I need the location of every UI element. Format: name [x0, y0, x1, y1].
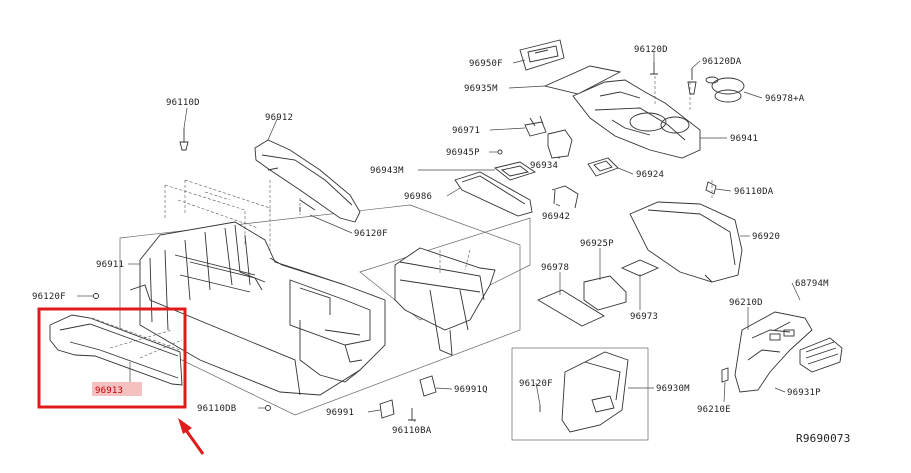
highlight-box	[37, 307, 187, 409]
bracket-96991Q[interactable]	[419, 375, 437, 397]
drawing-code: R9690073	[796, 432, 851, 445]
switch-96924[interactable]	[587, 157, 619, 177]
bezel-96943M[interactable]	[494, 161, 537, 181]
callout-96986[interactable]: 96986	[404, 192, 432, 202]
armrest-lid-96920[interactable]	[629, 180, 743, 283]
callout-96950F[interactable]: 96950F	[469, 59, 503, 69]
clip-96110D[interactable]	[179, 128, 189, 151]
callout-96991Q[interactable]: 96991Q	[454, 385, 488, 395]
callout-96110DA[interactable]: 96110DA	[734, 187, 774, 197]
console-body[interactable]	[119, 179, 521, 416]
callout-96971[interactable]: 96971	[452, 126, 480, 136]
callout-96120F-top[interactable]: 96120F	[354, 229, 388, 239]
finisher-96941[interactable]	[572, 76, 701, 159]
callout-96120F-left[interactable]: 96120F	[32, 292, 66, 302]
callout-96110DB[interactable]: 96110DB	[197, 404, 236, 414]
callout-96210D[interactable]: 96210D	[729, 298, 763, 308]
vent-68794M[interactable]	[799, 337, 843, 373]
clip-96210E[interactable]	[721, 367, 729, 383]
leader-lines	[77, 52, 801, 423]
screw-96945P[interactable]	[497, 149, 503, 155]
bracket-96991[interactable]	[379, 399, 395, 419]
callout-96911[interactable]: 96911	[96, 260, 124, 270]
clip-96110BA[interactable]	[408, 408, 416, 421]
trim-panel-96913[interactable]	[49, 314, 183, 386]
tray-96986[interactable]	[454, 171, 533, 217]
mat-96935M[interactable]	[543, 65, 622, 95]
cup-ring-96978A[interactable]	[705, 76, 745, 103]
callout-96943M[interactable]: 96943M	[370, 166, 404, 176]
clip-96120DA[interactable]	[687, 68, 697, 95]
highlight-arrow	[178, 418, 205, 455]
clip-96110DA[interactable]	[705, 181, 717, 195]
console-box-insert[interactable]	[359, 217, 531, 356]
screw-96110DB[interactable]	[265, 405, 271, 411]
callout-96945P[interactable]: 96945P	[446, 148, 480, 158]
callout-68794M[interactable]: 68794M	[795, 279, 829, 289]
callout-96120F-box[interactable]: 96120F	[519, 379, 553, 389]
callout-96110BA[interactable]: 96110BA	[392, 426, 432, 436]
callout-96931P[interactable]: 96931P	[787, 388, 821, 398]
highlight-label-bg	[92, 382, 142, 396]
callout-96941[interactable]: 96941	[730, 134, 758, 144]
inset-box-96930M	[511, 347, 649, 441]
pad-96925P[interactable]	[583, 275, 627, 311]
callout-96978[interactable]: 96978	[541, 263, 569, 273]
callout-96934[interactable]: 96934	[530, 161, 558, 171]
mat-96973[interactable]	[620, 259, 660, 277]
callout-96912[interactable]: 96912	[265, 113, 293, 123]
bracket-96971[interactable]	[524, 115, 547, 137]
callout-96942[interactable]: 96942	[542, 212, 570, 222]
side-rail-96912[interactable]	[254, 139, 361, 223]
screw-96120F-left[interactable]	[93, 293, 99, 299]
callout-96210E[interactable]: 96210E	[697, 405, 731, 415]
bracket-96942[interactable]	[551, 185, 579, 209]
callout-96935M[interactable]: 96935M	[464, 84, 498, 94]
callout-96110D[interactable]: 96110D	[166, 98, 200, 108]
callout-96978A[interactable]: 96978+A	[765, 94, 805, 104]
callout-96120DA[interactable]: 96120DA	[702, 57, 742, 67]
callout-96913[interactable]: 96913	[95, 386, 123, 396]
finisher-96950F[interactable]	[519, 39, 565, 71]
callout-96925P[interactable]: 96925P	[580, 239, 614, 249]
callout-96973[interactable]: 96973	[630, 312, 658, 322]
callout-96930M[interactable]: 96930M	[656, 384, 690, 394]
rear-finisher-96931P[interactable]	[734, 311, 813, 393]
callout-96120D[interactable]: 96120D	[634, 45, 668, 55]
housing-96934[interactable]	[547, 129, 573, 159]
clip-96120D[interactable]	[650, 62, 658, 75]
callout-96991[interactable]: 96991	[326, 408, 354, 418]
callout-96920[interactable]: 96920	[752, 232, 780, 242]
callout-96924[interactable]: 96924	[636, 170, 664, 180]
mat-96978[interactable]	[536, 289, 605, 327]
